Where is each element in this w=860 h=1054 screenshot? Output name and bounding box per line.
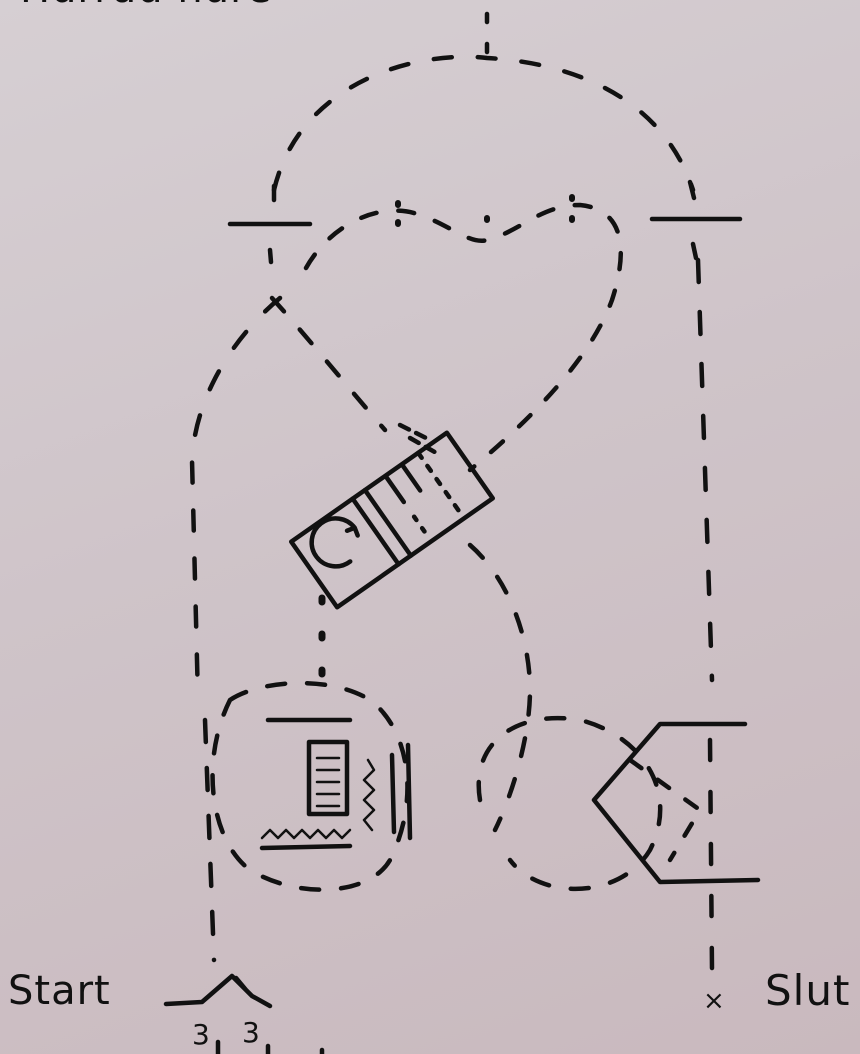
station-base-scribble xyxy=(262,830,350,838)
station-zigzag xyxy=(364,760,374,830)
start-dash-line xyxy=(205,720,214,960)
start-gate xyxy=(166,976,270,1006)
end-marker-icon: × xyxy=(703,986,725,1016)
end-label: Slut xyxy=(765,966,850,1015)
station-vertical-2 xyxy=(408,745,410,838)
partial-top-text: Hurrdu hure xyxy=(20,0,272,12)
right-vertical-dash xyxy=(698,260,712,680)
middle-circle xyxy=(479,718,660,889)
station-vertical-1 xyxy=(392,755,394,832)
chevron-inner-dashes xyxy=(630,760,700,860)
rotate-sign xyxy=(291,433,493,608)
chevron-station xyxy=(594,724,758,882)
start-bottom-ticks xyxy=(218,1042,322,1054)
station-document xyxy=(309,742,347,814)
gate-number-right: 3 xyxy=(242,1016,260,1049)
left-outer-loop xyxy=(192,298,280,700)
start-label: Start xyxy=(8,968,111,1014)
gate-number-left: 3 xyxy=(192,1018,210,1051)
heart-loop xyxy=(306,205,621,470)
station-base-line xyxy=(262,846,350,848)
right-lower-dash xyxy=(710,740,712,970)
station-doc-lines xyxy=(317,758,339,806)
left-diagonal xyxy=(272,298,385,430)
outer-arch-path xyxy=(274,57,693,190)
